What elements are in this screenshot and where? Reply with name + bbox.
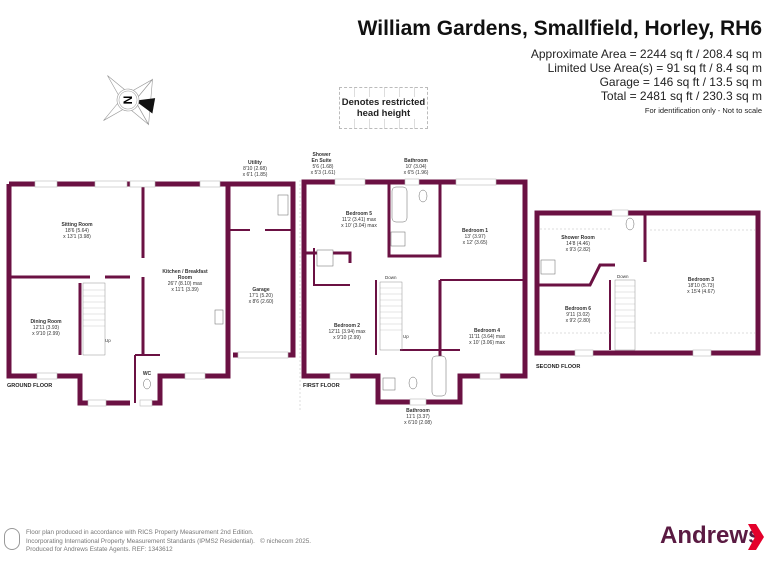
property-title: William Gardens, Smallfield, Horley, RH6: [357, 17, 762, 40]
windows: [34, 178, 712, 407]
andrews-logo: Andrews: [660, 522, 762, 549]
restricted-head-height-legend: Denotes restricted head height: [339, 87, 428, 129]
second-floor-walls: [534, 210, 761, 356]
room-wc: WC: [142, 371, 152, 377]
stair-treads: [83, 285, 635, 331]
footer-disclaimer: Floor plan produced in accordance with R…: [26, 529, 312, 553]
stair-down-label: Down: [617, 274, 629, 279]
stair-up-label: Up: [403, 334, 409, 339]
svg-text:N: N: [121, 96, 135, 105]
first-floor-label: FIRST FLOOR: [303, 383, 340, 389]
total-area: Total = 2481 sq ft / 230.3 sq m: [600, 89, 762, 103]
restricted-height-lines: [299, 180, 755, 410]
garage-area: Garage = 146 sq ft / 13.5 sq m: [599, 75, 762, 89]
compass-icon: N: [103, 75, 156, 126]
copyright: © nichecom 2025.: [260, 537, 312, 545]
stair-up-label: Up: [105, 338, 111, 343]
person-icon: [4, 528, 20, 550]
second-floor-label: SECOND FLOOR: [536, 364, 581, 370]
scale-note: For identification only - Not to scale: [644, 106, 762, 115]
ground-floor-walls: [6, 181, 296, 406]
ground-floor-label: GROUND FLOOR: [7, 383, 53, 389]
stair-down-label: Down: [385, 275, 397, 280]
chevron-logo-icon: [748, 524, 764, 550]
limited-use-area: Limited Use Area(s) = 91 sq ft / 8.4 sq …: [547, 61, 762, 75]
approximate-area: Approximate Area = 2244 sq ft / 208.4 sq…: [530, 47, 762, 61]
area-summary: Approximate Area = 2244 sq ft / 208.4 sq…: [531, 47, 762, 116]
stairs: [82, 279, 636, 356]
fixtures: [143, 186, 635, 397]
first-floor-walls: [301, 179, 528, 405]
